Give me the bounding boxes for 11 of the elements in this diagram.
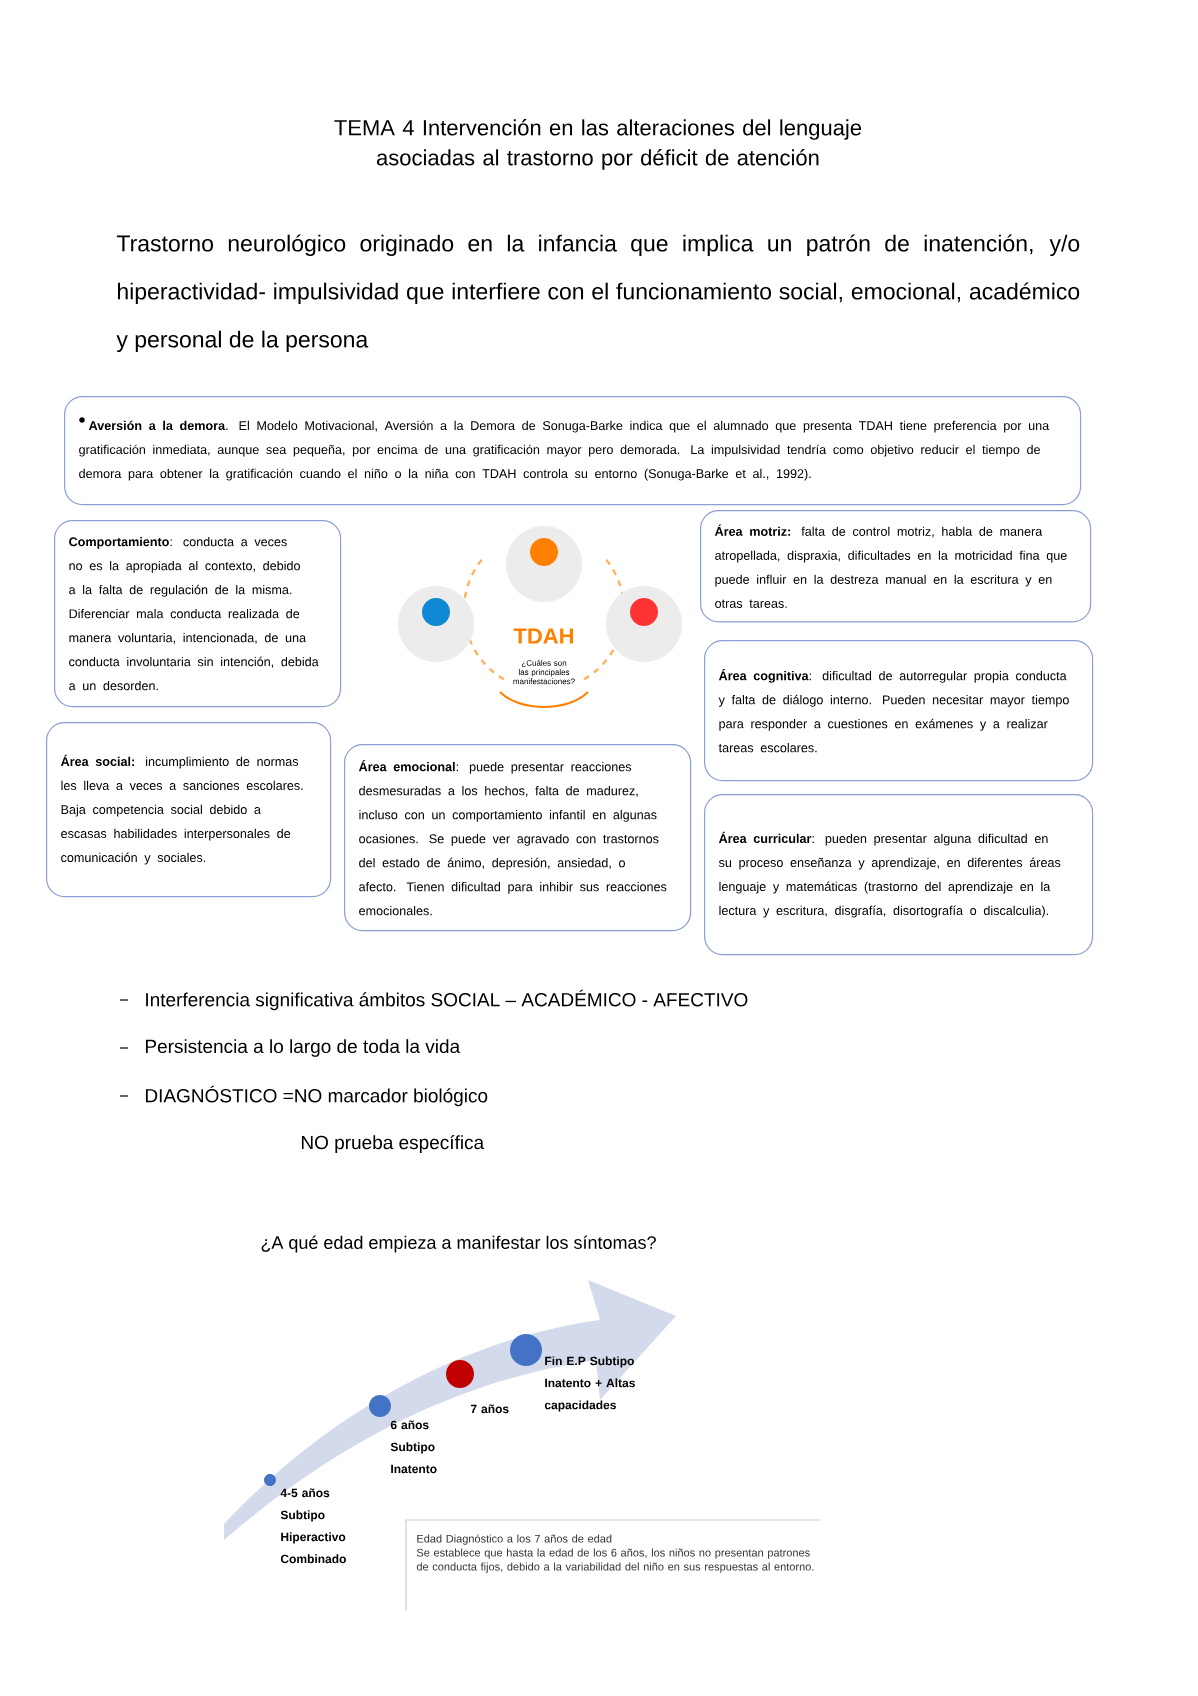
bullet-item: DIAGNÓSTICO =NO marcador biológico — [145, 1085, 488, 1107]
bullet-item: Interferencia significativa ámbitos SOCIAL – ACADÉMICO - AFECTIVO — [146, 989, 748, 1011]
intro-paragraph: Trastorno neurológico originado en la infancia que implica un patrón de inatención, y/o hiperactividad- impulsividad que interfiere con el funcionamiento social, emocional, académico y personal de la persona — [116, 234, 1080, 353]
title: TEMA 4 Intervención en las alteraciones del lenguaje asociadas al trastorno por déficit de atención — [334, 119, 862, 170]
bullet-item: Persistencia a lo largo de toda la vida — [145, 1039, 461, 1057]
timeline-dot — [369, 1395, 391, 1417]
illustration-title: TDAH — [513, 628, 574, 644]
timeline-dot — [510, 1334, 542, 1366]
section-heading: ¿A qué edad empieza a manifestar los síntomas? — [261, 1235, 656, 1253]
timeline-dot — [446, 1360, 474, 1388]
bullet-item: NO prueba específica — [301, 1135, 485, 1153]
